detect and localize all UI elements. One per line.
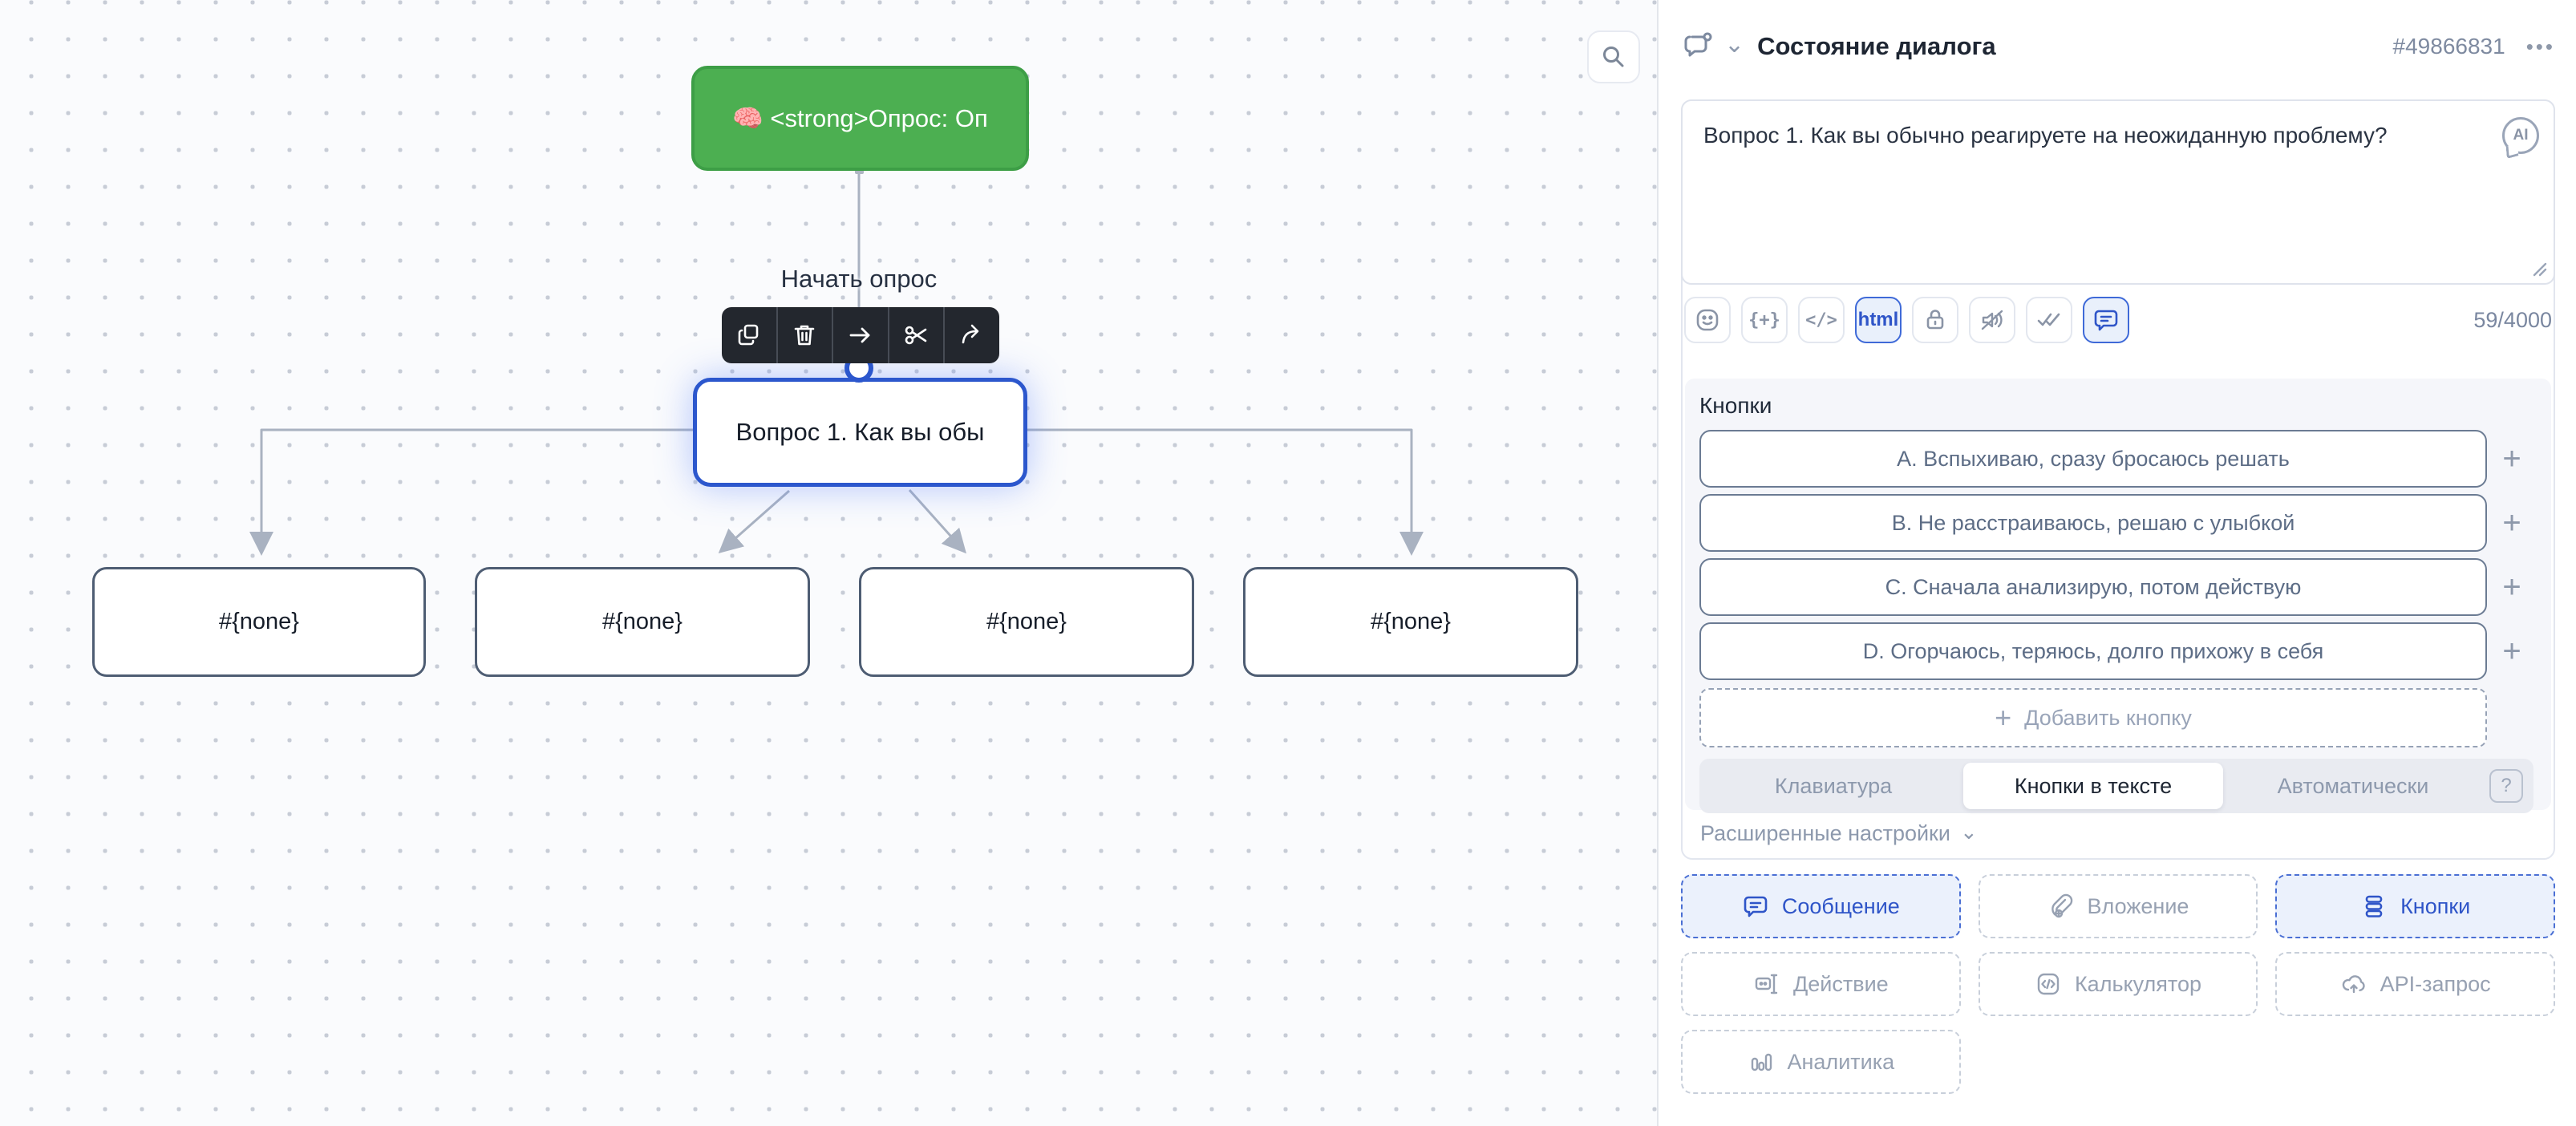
ai-assistant-button[interactable]: AI <box>2502 117 2539 154</box>
edge-label: Начать опрос <box>780 265 938 293</box>
panel-header: ⌄ Состояние диалога #49866831 ••• <box>1681 22 2555 71</box>
buttons-section-label: Кнопки <box>1699 393 1772 418</box>
block-label: Кнопки <box>2400 893 2471 918</box>
chat-button-option-b[interactable]: B. Не расстраиваюсь, решаю с улыбкой <box>1699 494 2487 552</box>
advanced-settings-toggle[interactable]: Расширенные настройки ⌄ <box>1700 820 1978 846</box>
code-icon: </> <box>1805 310 1837 330</box>
block-analytics-button[interactable]: Аналитика <box>1681 1030 1961 1094</box>
block-action-button[interactable]: Действие <box>1681 952 1961 1016</box>
move-button[interactable] <box>832 307 888 363</box>
resize-handle[interactable] <box>2529 259 2547 277</box>
button-row: C. Сначала анализирую, потом действую + <box>1699 558 2537 616</box>
buttons-stack-icon <box>2365 895 2383 917</box>
flow-canvas[interactable]: 🧠 <strong>Опрос: Оп Начать опрос <box>0 0 1657 1126</box>
plus-icon[interactable]: + <box>2502 440 2521 476</box>
block-label: API-запрос <box>2380 971 2491 996</box>
plus-icon[interactable]: + <box>2502 504 2521 541</box>
branch-node-1[interactable]: #{none} <box>92 567 426 677</box>
lock-icon <box>1926 310 1944 330</box>
copy-icon <box>738 324 759 346</box>
buttons-section: Кнопки A. Вспыхиваю, сразу бросаюсь реша… <box>1685 379 2551 813</box>
chat-button-option-d[interactable]: D. Огорчаюсь, теряюсь, долго прихожу в с… <box>1699 622 2487 680</box>
bar-chart-icon <box>1751 1053 1772 1071</box>
button-row: A. Вспыхиваю, сразу бросаюсь решать + <box>1699 430 2537 488</box>
trash-icon <box>795 325 815 346</box>
question-node[interactable]: Вопрос 1. Как вы обы <box>693 378 1027 487</box>
help-icon[interactable]: ? <box>2489 769 2523 803</box>
block-buttons-button[interactable]: Кнопки <box>2275 874 2555 938</box>
message-bubble-icon <box>2094 310 2118 331</box>
chat-button-option-c[interactable]: C. Сначала анализирую, потом действую <box>1699 558 2487 616</box>
scissors-icon <box>905 326 926 345</box>
tab-keyboard[interactable]: Клавиатура <box>1774 773 1893 798</box>
voice-off-button[interactable] <box>1969 297 2015 343</box>
chevron-down-icon[interactable]: ⌄ <box>1724 30 1745 58</box>
block-label: Сообщение <box>1781 893 1900 918</box>
block-calculator-button[interactable]: Калькулятор <box>1978 952 2258 1016</box>
block-api-request-button[interactable]: API-запрос <box>2275 952 2555 1016</box>
braces-plus-icon: {+} <box>1748 310 1780 330</box>
emoji-button[interactable] <box>1684 297 1731 343</box>
protect-button[interactable] <box>1912 297 1958 343</box>
node-toolbar <box>722 307 999 363</box>
arrow-right-icon <box>849 327 870 343</box>
button-mode-tabs: Клавиатура Кнопки в тексте Автоматически… <box>1699 759 2533 813</box>
block-palette: Сообщение Вложение Кнопки <box>1681 874 2555 1094</box>
cloud-upload-icon <box>2342 975 2365 994</box>
canvas-search-button[interactable] <box>1587 30 1640 83</box>
tab-inline-buttons[interactable]: Кнопки в тексте <box>1963 763 2223 809</box>
format-toolbar: {+} </> html <box>1684 297 2129 343</box>
add-button-label: Добавить кнопку <box>2024 705 2192 730</box>
plus-icon[interactable]: + <box>2502 569 2521 605</box>
panel-title: Состояние диалога <box>1757 32 1996 60</box>
button-row: B. Не расстраиваюсь, решаю с улыбкой + <box>1699 494 2537 552</box>
block-label: Вложение <box>2087 893 2189 918</box>
char-counter: 59/4000 <box>2473 308 2552 332</box>
add-button-button[interactable]: + Добавить кнопку <box>1699 688 2487 747</box>
message-textarea[interactable]: Вопрос 1. Как вы обычно реагируете на не… <box>1681 99 2555 285</box>
plus-icon[interactable]: + <box>2502 633 2521 669</box>
message-bubble-icon <box>1744 896 1768 917</box>
start-node[interactable]: 🧠 <strong>Опрос: Оп <box>691 66 1029 171</box>
more-menu-button[interactable]: ••• <box>2525 34 2555 59</box>
branch-node-3[interactable]: #{none} <box>859 567 1194 677</box>
state-id: #49866831 <box>2392 34 2505 59</box>
variable-button[interactable]: {+} <box>1741 297 1788 343</box>
share-arrow-icon <box>962 324 979 344</box>
calculator-code-icon <box>2037 973 2060 995</box>
block-attachment-button[interactable]: Вложение <box>1978 874 2258 938</box>
code-button[interactable]: </> <box>1798 297 1845 343</box>
double-check-icon <box>2037 313 2060 326</box>
emoji-icon <box>1696 309 1719 331</box>
tab-automatic[interactable]: Автоматически <box>2277 773 2429 798</box>
paperclip-icon <box>2051 893 2072 918</box>
search-icon <box>1603 47 1624 67</box>
message-mode-button[interactable] <box>2083 297 2129 343</box>
branch-node-4[interactable]: #{none} <box>1243 567 1578 677</box>
message-editor-card: Вопрос 1. Как вы обычно реагируете на не… <box>1681 99 2555 860</box>
block-label: Калькулятор <box>2074 971 2202 996</box>
state-editor-panel: ⌄ Состояние диалога #49866831 ••• Вопрос… <box>1657 0 2576 1126</box>
block-message-button[interactable]: Сообщение <box>1681 874 1961 938</box>
copy-button[interactable] <box>722 307 776 363</box>
cut-button[interactable] <box>887 307 944 363</box>
chevron-down-icon: ⌄ <box>1959 820 1978 844</box>
plus-icon: + <box>1995 701 2012 734</box>
block-label: Аналитика <box>1787 1049 1895 1074</box>
advanced-settings-label: Расширенные настройки <box>1700 821 1950 845</box>
action-icon <box>1755 974 1778 994</box>
double-check-button[interactable] <box>2026 297 2072 343</box>
html-mode-button[interactable]: html <box>1855 297 1902 343</box>
block-label: Действие <box>1792 971 1889 996</box>
share-button[interactable] <box>943 307 999 363</box>
button-row: D. Огорчаюсь, теряюсь, долго прихожу в с… <box>1699 622 2537 680</box>
delete-button[interactable] <box>776 307 832 363</box>
dialog-state-icon <box>1681 29 1716 64</box>
chat-button-option-a[interactable]: A. Вспыхиваю, сразу бросаюсь решать <box>1699 430 2487 488</box>
message-text: Вопрос 1. Как вы обычно реагируете на не… <box>1703 123 2388 148</box>
voice-off-icon <box>1981 310 2003 330</box>
branch-node-2[interactable]: #{none} <box>475 567 810 677</box>
